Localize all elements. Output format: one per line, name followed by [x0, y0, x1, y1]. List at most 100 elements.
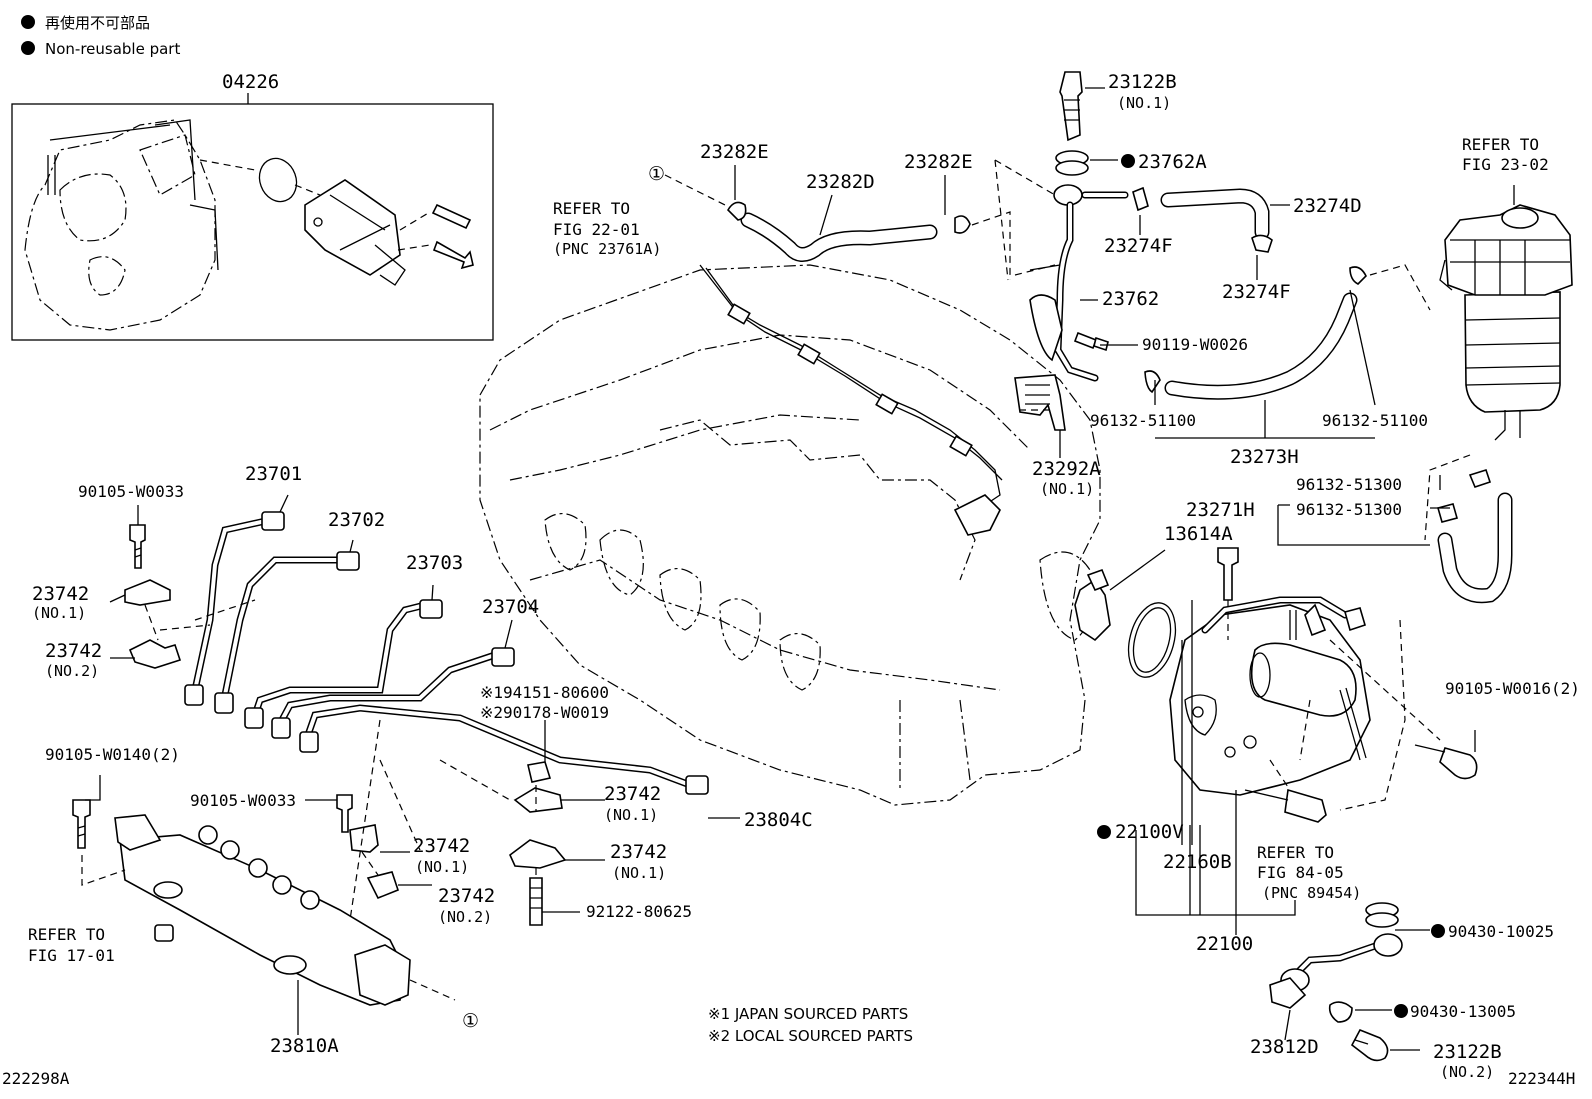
collar — [154, 924, 174, 942]
label-23812D: 23812D — [1250, 1036, 1319, 1058]
label-23742-no1-a: 23742 — [32, 583, 89, 605]
note-local-sourced: ※2 LOCAL SOURCED PARTS — [708, 1027, 913, 1045]
bracket-23292A — [1014, 374, 1066, 431]
label-pnc-89454: (PNC 89454) — [1262, 884, 1361, 902]
label-90105-W0016: 90105-W0016(2) — [1445, 679, 1580, 698]
filter-housing — [1464, 291, 1561, 413]
label-23292A: 23292A — [1032, 458, 1101, 480]
bolt — [1073, 331, 1098, 350]
part-labels: 23122B (NO.1) 23762A 23282E 23282D 23282… — [2, 71, 1580, 1088]
pipe-nut — [491, 647, 515, 667]
hose-clamp — [1132, 186, 1149, 212]
non-reusable-marker-icon — [1097, 825, 1111, 839]
clamp-23742 — [509, 839, 567, 869]
coupling-13614A — [1074, 578, 1111, 642]
supply-pump-22100 — [1074, 547, 1478, 823]
legend: 再使用不可部品 Non-reusable part — [21, 14, 180, 58]
union — [1053, 184, 1083, 206]
label-23762: 23762 — [1102, 288, 1159, 310]
label-23702: 23702 — [328, 509, 385, 531]
hose-clamp — [1144, 370, 1161, 394]
label-92122-80625: 92122-80625 — [586, 902, 692, 921]
non-reusable-marker-icon — [21, 15, 35, 29]
label-23703: 23703 — [406, 552, 463, 574]
legend-jp: 再使用不可部品 — [45, 14, 150, 32]
fuel-temp-sensor — [1284, 788, 1327, 823]
label-pnc-23761A: (PNC 23761A) — [553, 240, 661, 258]
label-22160B: 22160B — [1163, 851, 1232, 873]
label-23271H: 23271H — [1186, 499, 1255, 521]
label-23274F-a: 23274F — [1104, 235, 1173, 257]
label-23810A: 23810A — [270, 1035, 339, 1057]
o-ring-22100V — [1127, 602, 1177, 678]
hose-clamp — [1437, 503, 1458, 523]
label-no1: (NO.1) — [612, 864, 666, 882]
legend-en: Non-reusable part — [45, 40, 180, 58]
label-refer-fig-22-01: REFER TO — [553, 199, 630, 218]
label-refer-fig-84-05: REFER TO — [1257, 843, 1334, 862]
callout-1-icon: ① — [648, 163, 665, 185]
label-no1: (NO.1) — [415, 858, 469, 876]
o-ring — [258, 157, 298, 203]
common-rail-23810A — [72, 759, 456, 1006]
label-90105-W0140: 90105-W0140(2) — [45, 745, 180, 764]
injector-harness — [699, 264, 1003, 536]
label-refer-fig-84-05: FIG 84-05 — [1257, 863, 1344, 882]
pressure-limiter — [354, 944, 411, 1006]
label-96132-51100-b: 96132-51100 — [1322, 411, 1428, 430]
label-no2: (NO.2) — [1440, 1063, 1494, 1081]
label-23274D: 23274D — [1293, 195, 1362, 217]
pressure-sensor — [114, 814, 162, 851]
label-194151-80600: ※194151-80600 — [480, 683, 609, 702]
label-90430-10025: 90430-10025 — [1448, 922, 1554, 941]
label-23742-no1-c: 23742 — [413, 835, 470, 857]
label-96132-51300-a: 96132-51300 — [1296, 475, 1402, 494]
label-no1: (NO.1) — [32, 604, 86, 622]
kit-box — [11, 103, 494, 341]
bolt — [1217, 547, 1239, 601]
non-reusable-marker-icon — [1394, 1004, 1408, 1018]
label-22100V: 22100V — [1115, 821, 1184, 843]
suction-control-valve — [304, 179, 401, 276]
label-23742-no1-b: 23742 — [604, 783, 661, 805]
leader-lines — [85, 87, 1515, 1051]
label-23282D: 23282D — [806, 171, 875, 193]
clamp-23742 — [513, 787, 563, 813]
clamp-23742 — [349, 824, 379, 853]
pipe-nut — [685, 775, 709, 795]
hose-23273H — [1144, 264, 1431, 400]
label-23742-no1-d: 23742 — [610, 841, 667, 863]
kit-04226: 04226 — [11, 71, 494, 341]
hose-clamp — [1251, 234, 1273, 253]
label-23701: 23701 — [245, 463, 302, 485]
label-23282E-left: 23282E — [700, 141, 769, 163]
label-13614A: 13614A — [1164, 523, 1233, 545]
label-23122B-no2: 23122B — [1433, 1041, 1502, 1063]
union-23812D — [1269, 902, 1403, 1062]
label-no1: (NO.1) — [1117, 94, 1171, 112]
figure-code-right: 222344H — [1508, 1069, 1575, 1088]
label-23122B-no1: 23122B — [1108, 71, 1177, 93]
label-04226: 04226 — [222, 71, 279, 93]
label-23742-no2-b: 23742 — [438, 885, 495, 907]
clamp-23742-no1 — [124, 579, 171, 606]
label-290178-W0019: ※290178-W0019 — [480, 703, 609, 722]
label-96132-51100-a: 96132-51100 — [1090, 411, 1196, 430]
hose-23271H — [1339, 454, 1513, 811]
harness-connector — [953, 494, 1001, 536]
nut — [527, 761, 552, 783]
label-23282E-right: 23282E — [904, 151, 973, 173]
label-refer-fig-23-02: REFER TO — [1462, 135, 1539, 154]
bolt — [1439, 747, 1478, 780]
label-23804C: 23804C — [744, 809, 813, 831]
return-tube-23762 — [994, 71, 1129, 382]
non-reusable-marker-icon — [21, 41, 35, 55]
engine-block-phantom — [479, 264, 1101, 806]
stud-bolt — [529, 877, 543, 926]
hose-clamp — [954, 215, 971, 234]
clamps-left — [124, 524, 182, 669]
label-refer-fig-22-01: FIG 22-01 — [553, 220, 640, 239]
bolt — [336, 794, 353, 833]
label-90105-W0033-b: 90105-W0033 — [190, 791, 296, 810]
hose-clamp — [1349, 266, 1367, 285]
